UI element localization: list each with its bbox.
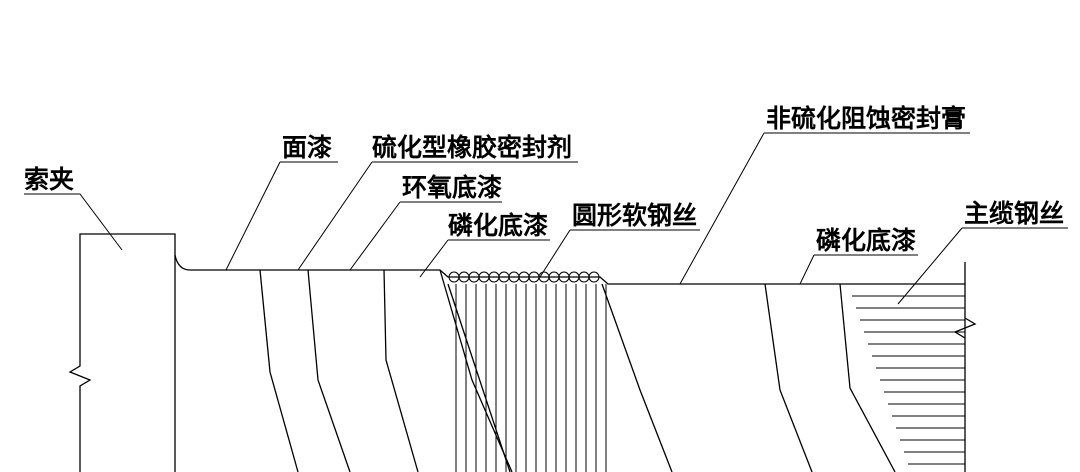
label-epoxy-primer: 环氧底漆: [402, 173, 502, 202]
leader-phosphating-left: [419, 239, 550, 278]
leader-phosphating-right: [799, 254, 918, 285]
label-non-vulcanized-sealant: 非硫化阻蚀密封膏: [766, 104, 966, 133]
label-phosphating-left: 磷化底漆: [448, 211, 548, 240]
leader-epoxy-primer: [349, 201, 502, 271]
label-main-cable-wire: 主缆钢丝: [964, 199, 1064, 228]
wire-hatching: [455, 284, 607, 472]
leader-cable-clamp: [24, 193, 123, 251]
hatch-left-boundary: [447, 283, 511, 472]
cable-clamp-body: [68, 233, 191, 472]
label-topcoat: 面漆: [282, 133, 332, 162]
leader-topcoat: [225, 161, 338, 271]
label-cable-clamp: 索夹: [24, 165, 74, 194]
round-wire-row: [448, 271, 600, 283]
label-phosphating-right: 磷化底漆: [816, 226, 916, 255]
leader-round-wire: [539, 229, 700, 278]
label-round-wire: 圆形软钢丝: [572, 201, 697, 230]
top-surface-line: [190, 262, 977, 472]
hatch-right-boundary: [601, 283, 673, 472]
main-cable-hatching: [852, 295, 965, 465]
labels: 索夹 面漆 硫化型橡胶密封剂 环氧底漆 磷化底漆 圆形软钢丝 非硫化阻蚀密封膏 …: [24, 104, 1064, 255]
round-wire-circle: [588, 271, 600, 283]
leader-lines: [24, 132, 1068, 305]
leader-rubber-sealant: [297, 161, 578, 271]
leader-main-cable-wire: [897, 227, 1068, 305]
coating-layers: [259, 269, 896, 472]
label-rubber-sealant: 硫化型橡胶密封剂: [372, 133, 572, 162]
leader-non-vulcanized-sealant: [679, 132, 970, 285]
